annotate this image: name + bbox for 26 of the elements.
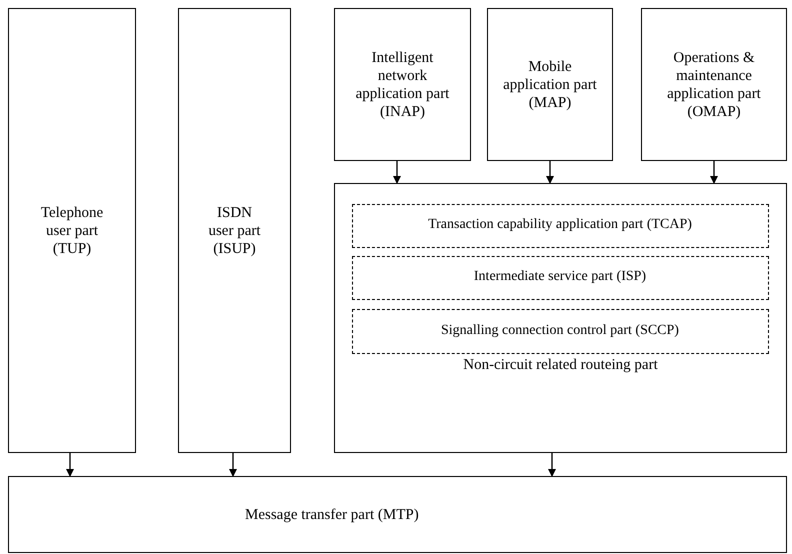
arrow <box>393 161 401 184</box>
box-label: Message transfer part (MTP) <box>245 506 419 524</box>
dashed-layer-box <box>352 256 768 300</box>
protocol-box <box>487 8 613 161</box>
arrow <box>229 453 237 477</box>
protocol-box <box>8 476 787 553</box>
box-label: Mobile application part (MAP) <box>502 58 598 112</box>
box-label: Transaction capability application part (TCAP) <box>428 217 692 234</box>
arrow <box>710 161 718 184</box>
box-label: Telephone user part (TUP) <box>40 204 104 258</box>
box-label: Signalling connection control part (SCCP) <box>441 322 679 340</box>
box-label: Intermediate service part (ISP) <box>474 269 646 286</box>
box-label: ISDN user part (ISUP) <box>207 204 262 258</box>
protocol-box <box>334 183 787 453</box>
arrow <box>66 453 74 477</box>
box-label: Non-circuit related routeing part <box>463 356 658 374</box>
protocol-box <box>641 8 787 161</box>
protocol-box <box>8 8 136 453</box>
arrow <box>548 453 556 477</box>
protocol-box <box>178 8 291 453</box>
box-label: Operations & maintenance application part (OMAP) <box>666 48 762 120</box>
dashed-layer-box <box>352 308 768 354</box>
arrow <box>546 161 554 184</box>
box-label: Intelligent network application part (INAP) <box>355 48 450 120</box>
dashed-layer-box <box>352 204 768 248</box>
protocol-box <box>334 8 471 161</box>
